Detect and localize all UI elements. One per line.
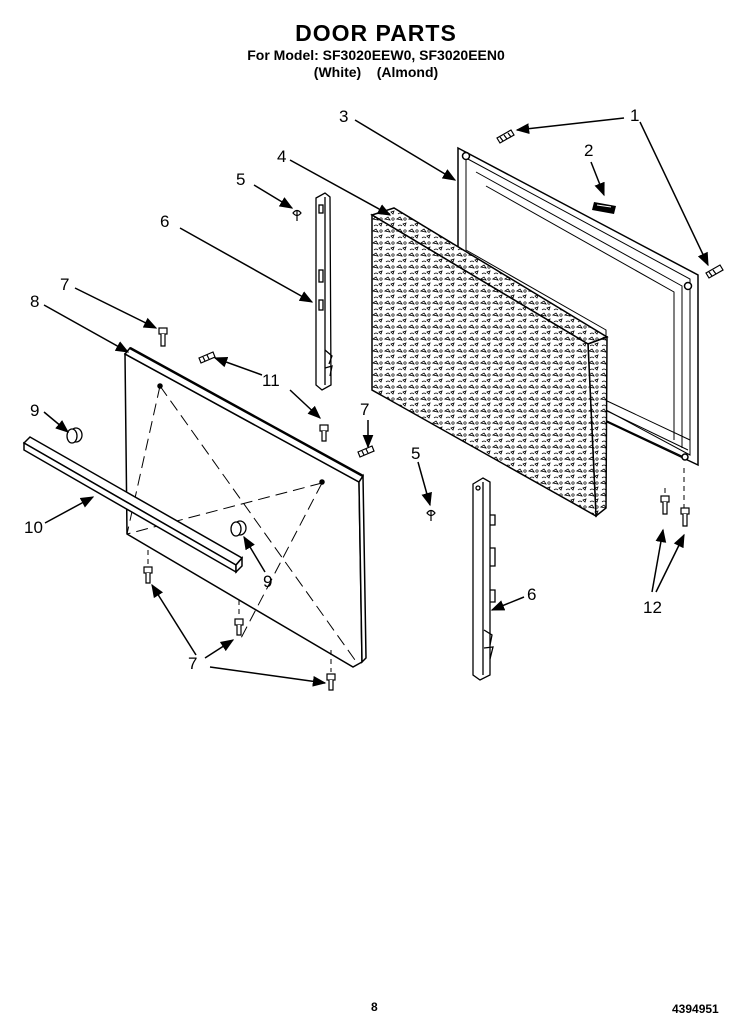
screw-part-7-e [326, 673, 336, 691]
screw-part-12-a [660, 495, 670, 515]
callout-9-left: 9 [30, 401, 39, 420]
inner-door-panel [457, 146, 699, 467]
callout-8: 8 [30, 292, 39, 311]
page-number: 8 [371, 1000, 378, 1014]
callout-5-upper: 5 [236, 170, 245, 189]
diagram-title: DOOR PARTS [295, 20, 457, 46]
callout-5-lower: 5 [411, 444, 420, 463]
callout-10: 10 [24, 518, 43, 537]
screw-part-7-d [234, 618, 244, 636]
screw-part-1-top [496, 129, 515, 144]
screw-part-7-a [158, 327, 168, 347]
callout-7-top: 7 [60, 275, 69, 294]
screw-part-12-b [680, 507, 690, 527]
upper-hinge-bracket [315, 192, 333, 391]
part-number: 4394951 [672, 1002, 719, 1016]
screw-part-5-lower [426, 509, 436, 521]
callout-11: 11 [262, 371, 280, 390]
leader-lines [43, 117, 709, 687]
callout-7-right: 7 [360, 400, 369, 419]
screw-part-11-b [319, 424, 329, 442]
color-variants-line: (White) (Almond) [313, 64, 439, 80]
screw-part-11-a [198, 351, 216, 364]
callout-6-lower: 6 [527, 585, 536, 604]
screw-part-1-right [705, 264, 724, 279]
outer-door-panel [123, 346, 367, 668]
callout-9-right: 9 [263, 572, 272, 591]
screw-part-7-c [143, 566, 153, 584]
callout-labels: 1 2 3 4 5 6 7 8 11 9 7 5 10 9 6 12 7 [24, 106, 662, 673]
callout-12: 12 [643, 598, 662, 617]
insulation-block [370, 207, 609, 518]
label-plate [592, 202, 616, 214]
callout-3: 3 [339, 107, 348, 126]
handle-spacer-left [66, 427, 83, 444]
alignment-lines [147, 468, 685, 672]
callout-2: 2 [584, 141, 593, 160]
callout-1: 1 [630, 106, 639, 125]
lower-hinge-bracket [472, 477, 496, 681]
callout-6-upper: 6 [160, 212, 169, 231]
screw-part-7-b [357, 445, 375, 458]
handle-spacer-right [230, 520, 247, 537]
door-handle [22, 436, 244, 574]
model-line: For Model: SF3020EEW0, SF3020EEN0 [247, 47, 505, 63]
screw-part-5-upper [292, 209, 302, 221]
callout-4: 4 [277, 147, 286, 166]
callout-7-bottom: 7 [188, 654, 197, 673]
